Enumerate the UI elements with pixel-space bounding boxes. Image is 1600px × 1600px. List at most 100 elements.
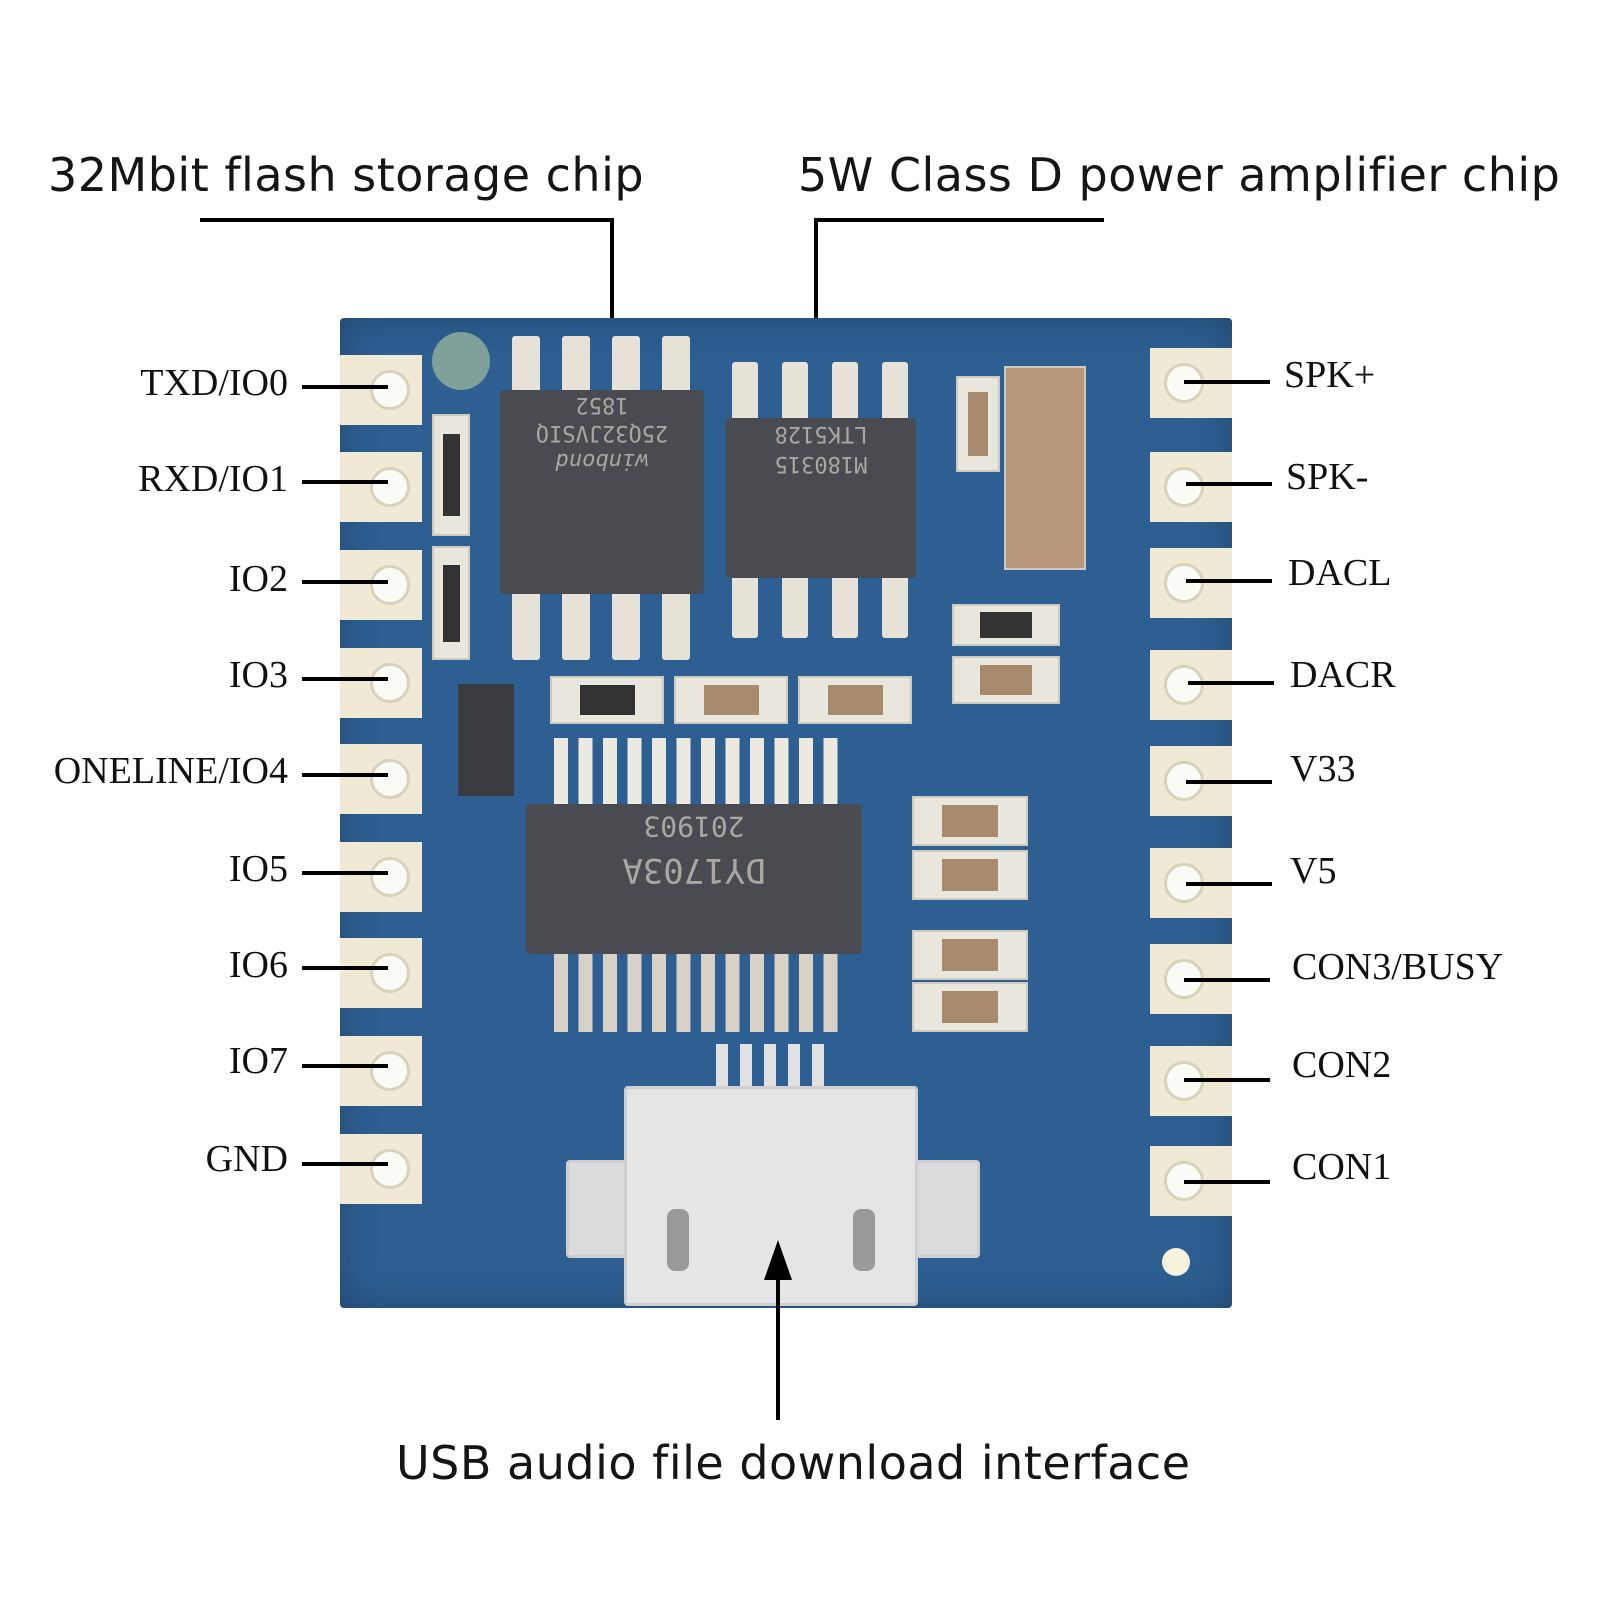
flash-leg — [662, 336, 690, 392]
pin-label-io7: IO7 — [228, 1040, 288, 1082]
pin-label-v33: V33 — [1290, 748, 1356, 790]
flash-chip-brand: winbond — [555, 448, 649, 473]
castellated-pad — [340, 452, 422, 522]
pin-label-oneline-io4: ONELINE/IO4 — [53, 750, 288, 792]
amp-leg — [882, 574, 908, 638]
flash-leg — [562, 336, 590, 392]
pad-hole — [370, 663, 410, 703]
flash-leg — [512, 336, 540, 392]
pin-label-spk-minus: SPK- — [1286, 456, 1369, 498]
castellated-pad — [340, 648, 422, 718]
amp-chip: M180315 LTK5128 — [726, 418, 916, 578]
castellated-pad — [1150, 548, 1232, 618]
flash-leg — [612, 590, 640, 660]
castellated-pad — [1150, 650, 1232, 720]
main-chip-legs-bottom — [554, 954, 844, 1032]
resistor — [952, 604, 1060, 646]
castellated-pad — [1150, 452, 1232, 522]
transistor — [458, 684, 514, 796]
pad-hole — [370, 565, 410, 605]
pin-label-spk-plus: SPK+ — [1284, 354, 1376, 396]
mount-dot — [1162, 1248, 1190, 1276]
castellated-pad — [340, 842, 422, 912]
pin-label-con1: CON1 — [1292, 1146, 1392, 1188]
main-chip-date: 201903 — [643, 810, 745, 843]
pin-leader — [302, 580, 388, 584]
pin-leader — [1186, 579, 1272, 583]
pin-label-dacr: DACR — [1290, 654, 1396, 696]
flash-chip: winbond 25Q32JVSIQ 1852 — [500, 390, 704, 594]
pin-leader — [302, 1162, 388, 1166]
amp-chip-date: M180315 — [774, 451, 868, 476]
amp-chip-annotation: 5W Class D power amplifier chip — [798, 148, 1561, 202]
amp-leg — [732, 362, 758, 422]
pin-leader — [302, 385, 388, 389]
pin-label-gnd: GND — [205, 1138, 288, 1180]
pad-hole — [370, 857, 410, 897]
flash-leg — [512, 590, 540, 660]
pin-label-dacl: DACL — [1288, 552, 1392, 594]
flash-leg — [612, 336, 640, 392]
usb-arrow-head — [764, 1240, 792, 1280]
fiducial-circle — [432, 332, 490, 390]
castellated-pad — [340, 1134, 422, 1204]
pin-leader — [1188, 681, 1274, 685]
pin-label-rxd-io1: RXD/IO1 — [138, 458, 288, 500]
amp-leg — [782, 362, 808, 422]
pin-leader — [302, 677, 388, 681]
amp-chip-part: LTK5128 — [774, 421, 868, 446]
flash-chip-part: 25Q32JVSIQ — [535, 420, 669, 445]
castellated-pad — [340, 1036, 422, 1106]
flash-leg — [562, 590, 590, 660]
flash-chip-annotation: 32Mbit flash storage chip — [48, 148, 645, 202]
usb-slot-right — [853, 1209, 875, 1271]
main-chip-part: DY1703A — [622, 850, 766, 890]
pin-label-io2: IO2 — [228, 558, 288, 600]
capacitor-large — [1004, 366, 1086, 570]
main-chip-legs-top — [554, 738, 844, 804]
pin-leader — [1184, 1078, 1270, 1082]
flash-arrow-line — [610, 218, 614, 403]
flash-underline — [200, 218, 614, 222]
resistor — [550, 676, 664, 724]
pin-label-io6: IO6 — [228, 944, 288, 986]
pin-leader — [302, 966, 388, 970]
flash-chip-date: 1852 — [575, 392, 629, 417]
capacitor — [674, 676, 788, 724]
amp-leg — [832, 574, 858, 638]
pin-leader — [1184, 978, 1270, 982]
pin-leader — [1184, 1180, 1270, 1184]
amp-underline — [814, 218, 1104, 222]
pin-label-v5: V5 — [1290, 850, 1337, 892]
pad-hole — [370, 759, 410, 799]
amp-leg — [782, 574, 808, 638]
flash-leg — [662, 590, 690, 660]
usb-arrow-line — [776, 1276, 780, 1420]
pin-leader — [302, 773, 388, 777]
capacitor — [912, 930, 1028, 980]
pin-leader — [1186, 482, 1272, 486]
pcb-board: winbond 25Q32JVSIQ 1852 M180315 LTK5128 … — [340, 318, 1232, 1308]
pad-hole — [370, 370, 410, 410]
usb-annotation: USB audio file download interface — [396, 1436, 1191, 1490]
pad-hole — [1164, 563, 1204, 603]
pin-label-con3-busy: CON3/BUSY — [1292, 946, 1504, 988]
capacitor — [912, 982, 1028, 1032]
resistor — [432, 546, 470, 660]
capacitor — [798, 676, 912, 724]
capacitor — [952, 656, 1060, 704]
pad-hole — [1164, 467, 1204, 507]
amp-leg — [832, 362, 858, 422]
usb-pins — [716, 1044, 834, 1092]
castellated-pad — [340, 355, 422, 425]
pin-label-con2: CON2 — [1292, 1044, 1392, 1086]
pin-label-io3: IO3 — [228, 654, 288, 696]
pin-leader — [1186, 780, 1272, 784]
castellated-pad — [340, 744, 422, 814]
resistor — [432, 414, 470, 536]
castellated-pad — [340, 550, 422, 620]
amp-leg — [882, 362, 908, 422]
amp-leg — [732, 574, 758, 638]
capacitor — [912, 796, 1028, 846]
pin-label-io5: IO5 — [228, 848, 288, 890]
